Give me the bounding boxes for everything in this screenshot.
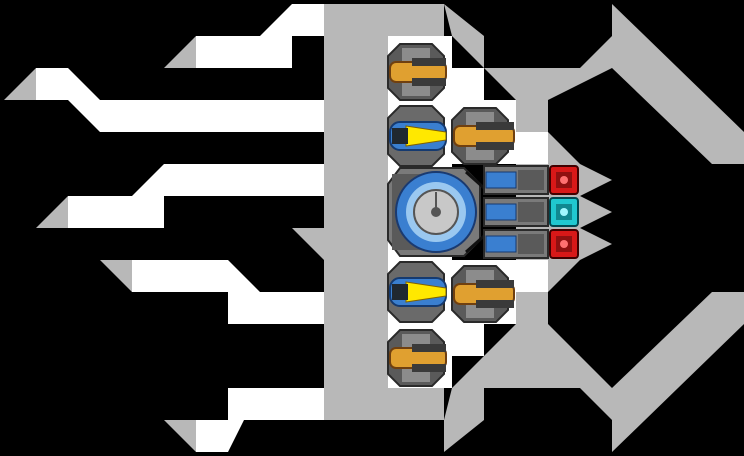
hull-frame [4,4,744,452]
thruster-block [483,165,549,259]
power-cell-red-top[interactable] [549,165,579,195]
laser-upper[interactable] [387,105,447,167]
thruster-top[interactable] [483,165,549,195]
cannon-top[interactable] [387,43,447,101]
reactor-core[interactable] [387,167,485,257]
laser-lower[interactable] [387,261,447,323]
cannon-upper-right[interactable] [451,107,515,165]
power-cell-cyan-mid[interactable] [549,197,579,227]
cannon-lower-right[interactable] [451,265,515,323]
cannon-bottom[interactable] [387,329,447,387]
thruster-bottom[interactable] [483,229,549,259]
thruster-mid[interactable] [483,197,549,227]
power-cell-red-bottom[interactable] [549,229,579,259]
